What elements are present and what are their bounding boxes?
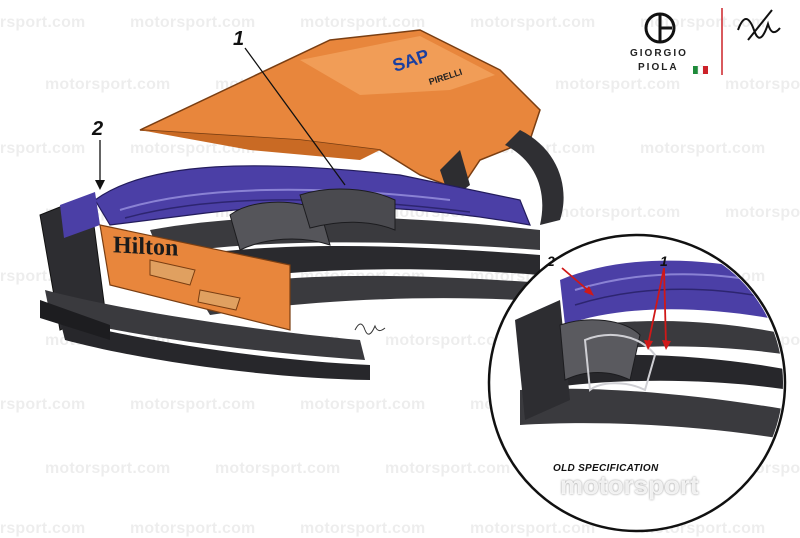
- brand-line-2: PIOLA: [638, 62, 679, 73]
- inset-red-arrow-1a: [647, 267, 665, 346]
- endplate-blue-top: [60, 192, 100, 238]
- artist-signature-small: [354, 323, 386, 335]
- italy-flag-white: [697, 65, 704, 75]
- inset-vane: [559, 319, 641, 381]
- upper-flap-stripe-2: [124, 199, 471, 219]
- canard-1: [149, 259, 196, 286]
- sponsor-text: Hilton: [113, 232, 179, 262]
- italy-flag-green: [693, 66, 698, 74]
- mainplane-lower-2: [60, 320, 370, 380]
- nose-top-highlight: [300, 36, 495, 95]
- inset-red-arrow-1b: [663, 267, 667, 346]
- inset-caption: OLD SPECIFICATION: [553, 463, 659, 474]
- upper-flap-stripe: [119, 188, 451, 211]
- cascade-element: [229, 201, 331, 251]
- inset-mainplane: [520, 388, 783, 440]
- overlay-watermark: motorsport: [560, 470, 699, 500]
- giorgio-piola-logo: [644, 8, 781, 75]
- carbon-flap-2: [170, 245, 540, 285]
- italy-flag-red: [703, 66, 708, 74]
- mainplane-lower-1: [45, 290, 365, 360]
- callout-2: 2: [92, 118, 104, 140]
- inset-red-arrow-2: [561, 267, 591, 293]
- cascade-element-2: [299, 188, 396, 231]
- leader-arrow-2: [95, 180, 105, 190]
- callout-1: 1: [233, 28, 245, 50]
- nose-underside: [140, 130, 380, 160]
- canard-2: [197, 289, 241, 311]
- inset-callout-1: 1: [660, 253, 668, 269]
- mainplane-footplate: [40, 300, 110, 340]
- endplate-orange-panel: [99, 224, 291, 331]
- inset-drawing: [515, 260, 783, 440]
- leader-line-1: [244, 47, 346, 186]
- brand-line-1: GIORGIO: [630, 48, 688, 59]
- carbon-strake: [505, 130, 564, 225]
- inset-callout-2: 2: [547, 253, 555, 269]
- artist-signature: [737, 9, 781, 41]
- inset-endplate: [515, 300, 570, 420]
- inset-old-vane: [583, 334, 657, 392]
